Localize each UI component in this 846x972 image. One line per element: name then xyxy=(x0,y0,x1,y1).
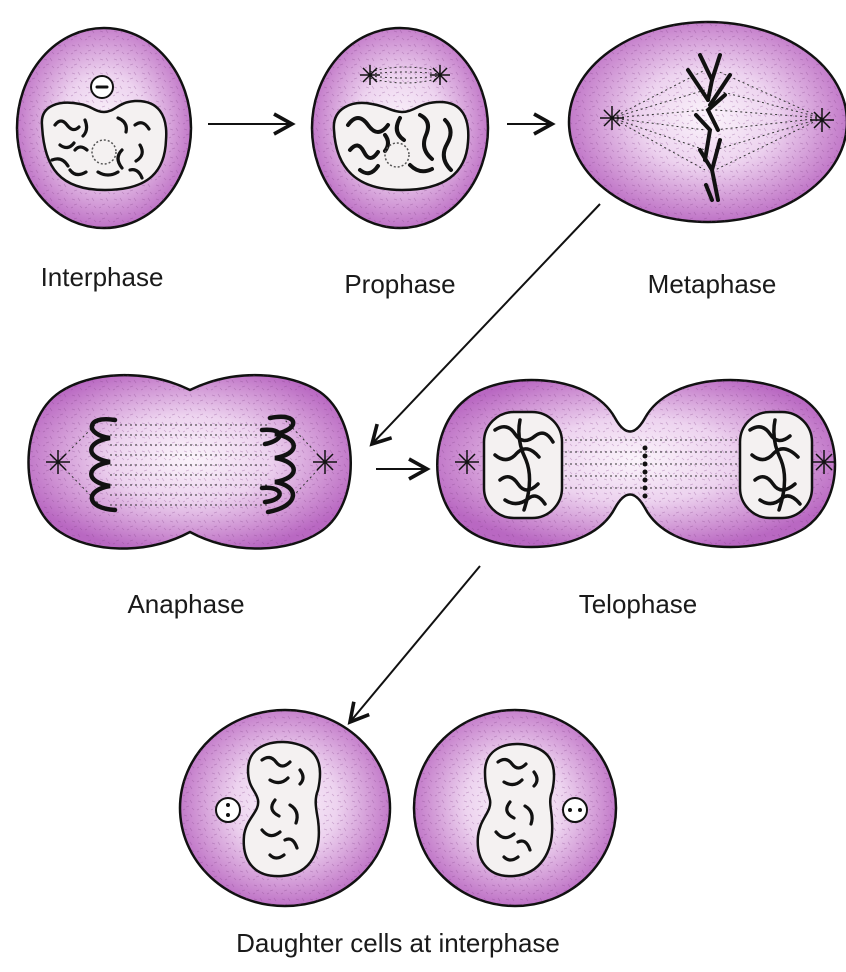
nucleus xyxy=(478,744,554,876)
interphase-cell xyxy=(17,28,191,228)
daughter-cell-right xyxy=(414,710,616,906)
label-anaphase: Anaphase xyxy=(127,589,244,619)
daughter-cell-left xyxy=(180,710,390,906)
centrosome-icon xyxy=(216,798,240,822)
prophase-cell xyxy=(312,28,488,228)
centrosome-icon xyxy=(563,798,587,822)
aster-icon-left xyxy=(360,65,380,85)
label-prophase: Prophase xyxy=(344,269,455,299)
label-telophase: Telophase xyxy=(579,589,698,619)
anaphase-cell xyxy=(29,375,351,548)
telophase-cell xyxy=(437,380,836,547)
label-metaphase: Metaphase xyxy=(648,269,777,299)
centrosome-icon xyxy=(91,76,113,98)
label-interphase: Interphase xyxy=(41,262,164,292)
label-daughter-cells: Daughter cells at interphase xyxy=(236,928,560,958)
metaphase-cell xyxy=(569,22,846,222)
arrow-telophase-to-daughter xyxy=(350,566,480,722)
aster-icon-right xyxy=(430,65,450,85)
